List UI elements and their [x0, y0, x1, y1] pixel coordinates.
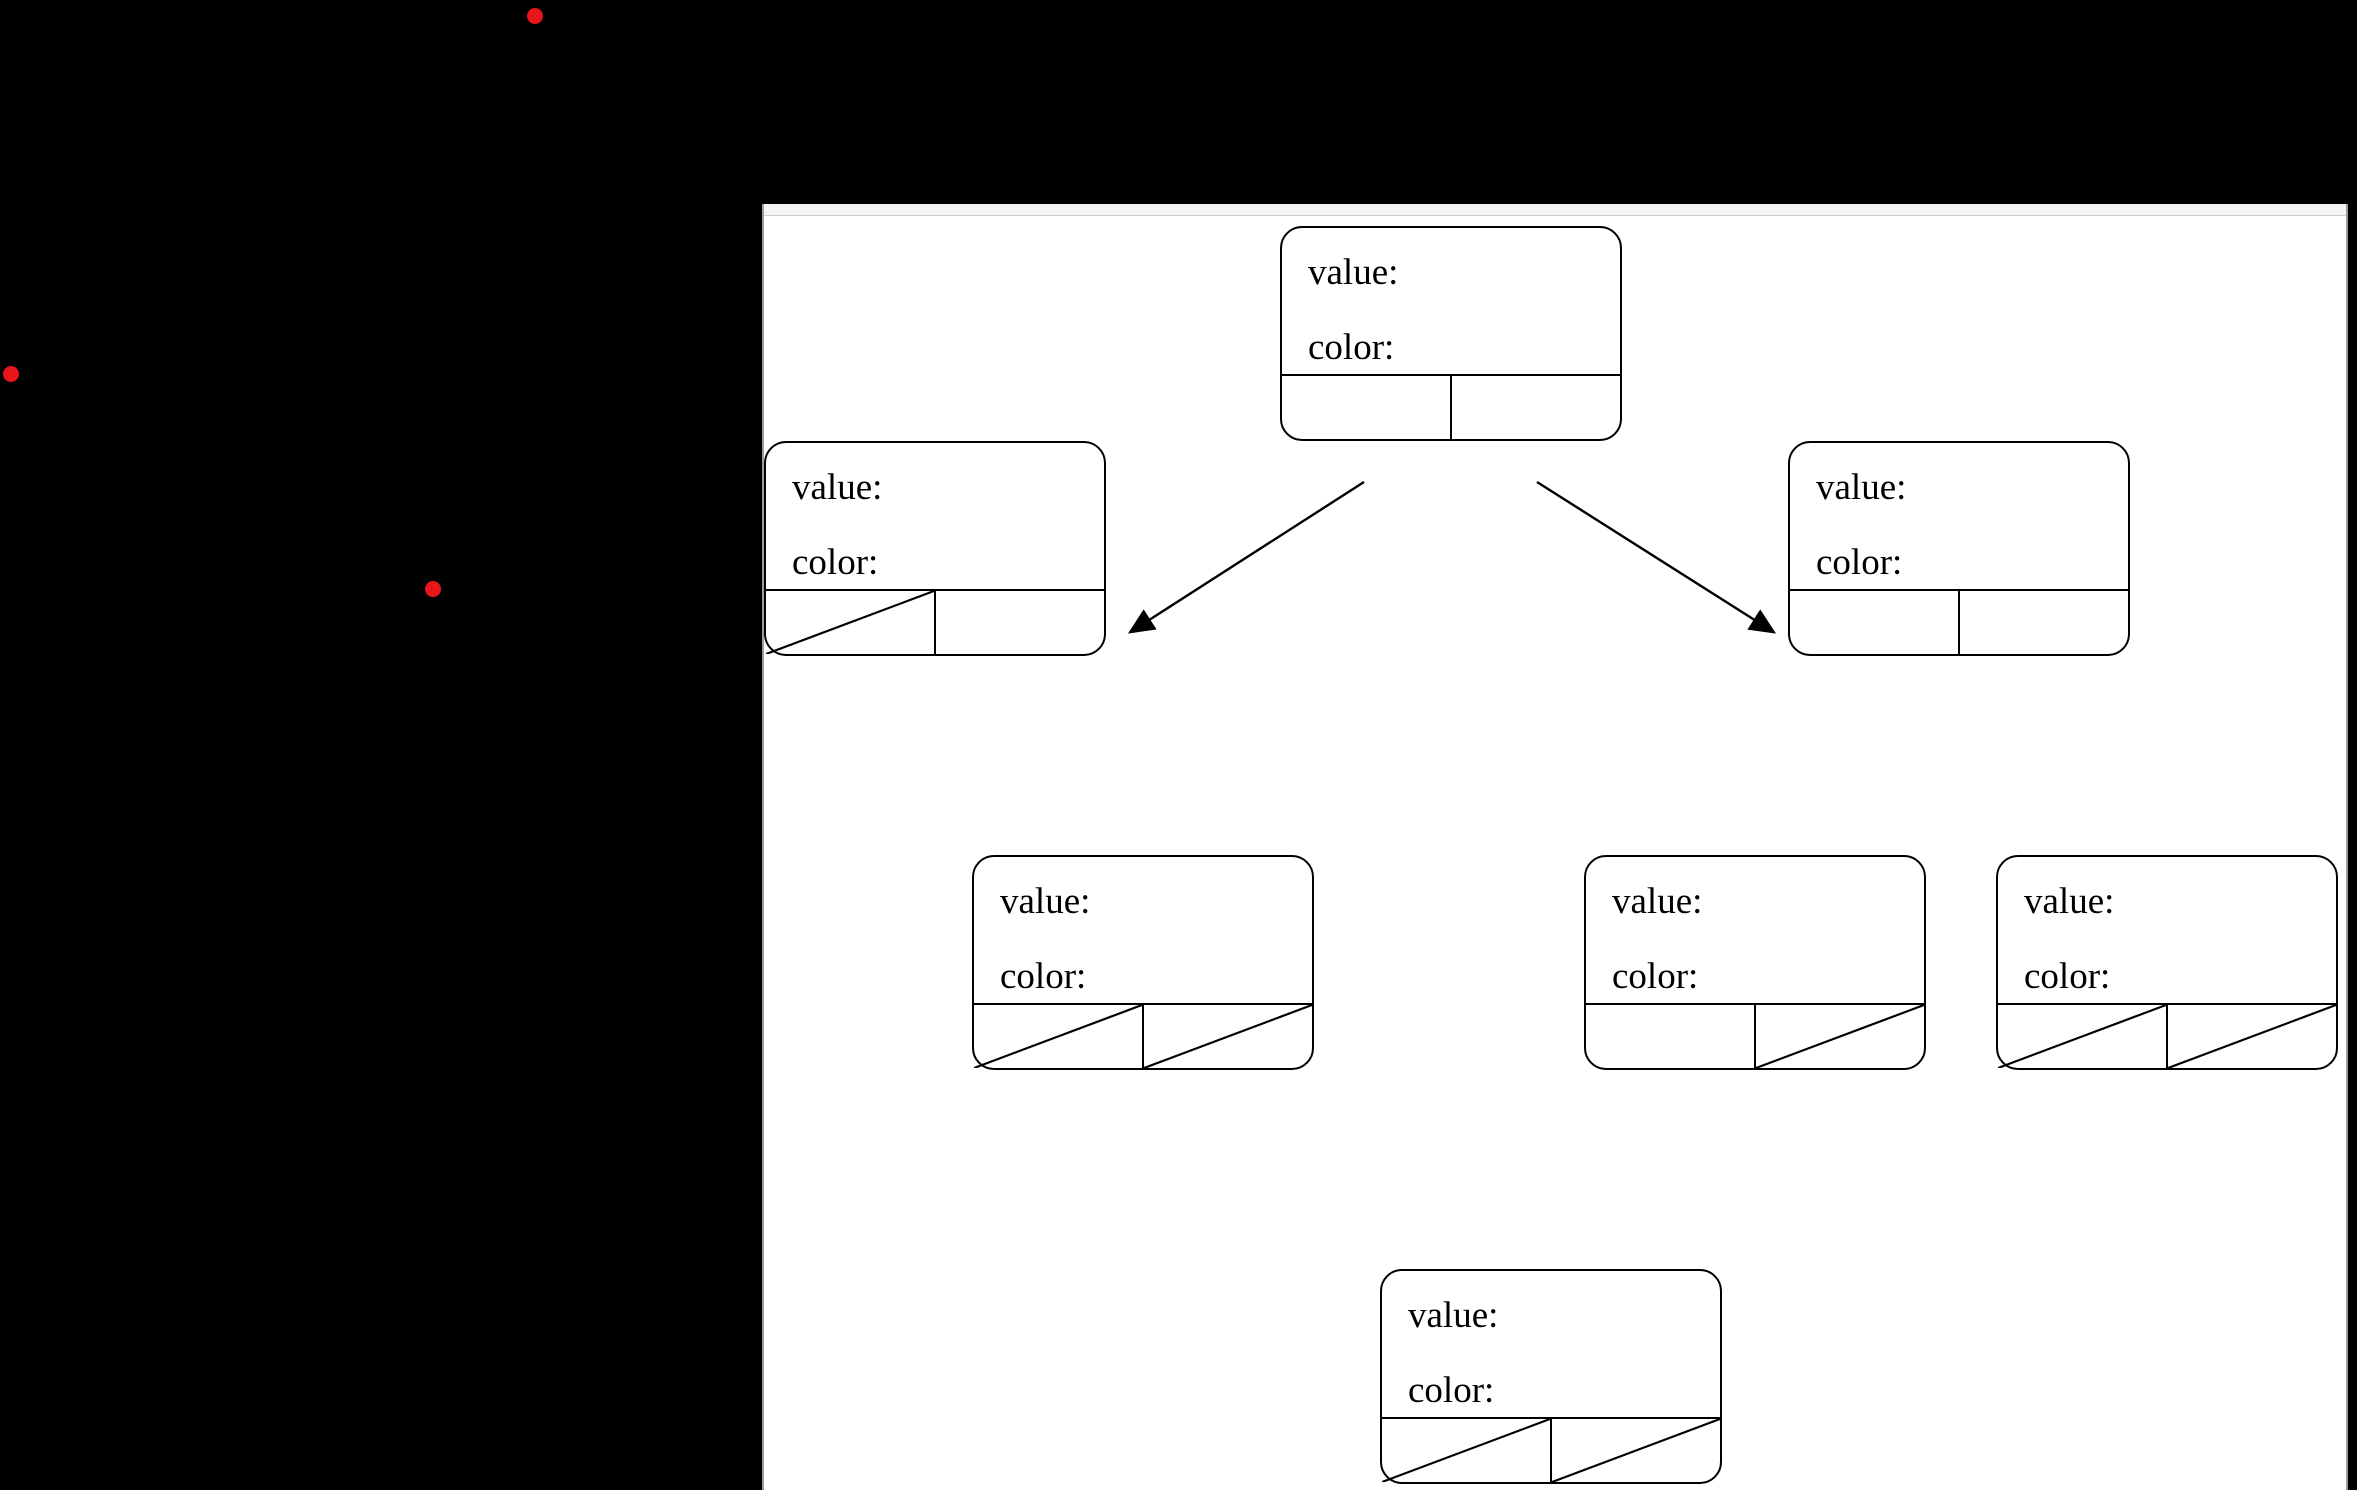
right-child-node[interactable]: value: color:: [1788, 441, 2130, 656]
color-field-label: color:: [2024, 956, 2111, 997]
null-pointer-slash-icon: [1552, 1419, 1720, 1482]
node-fields: value: color:: [1282, 228, 1620, 380]
null-pointer-slash-icon: [2168, 1005, 2336, 1068]
color-field-label: color:: [1816, 542, 1903, 583]
color-field-label: color:: [1000, 956, 1087, 997]
color-field-label: color:: [1408, 1370, 1495, 1411]
value-field-label: value:: [2024, 881, 2115, 922]
node-fields: value: color:: [1790, 443, 2128, 595]
left-pointer-cell[interactable]: [1382, 1419, 1550, 1482]
left-pointer-cell[interactable]: [1998, 1005, 2166, 1068]
right-pointer-cell[interactable]: [1958, 591, 2128, 654]
right-child-left-grandchild-node[interactable]: value: color:: [1584, 855, 1926, 1070]
color-field-label: color:: [1612, 956, 1699, 997]
pointer-row: [1998, 1003, 2336, 1068]
node-fields: value: color:: [1998, 857, 2336, 1009]
bottom-leaf-node[interactable]: value: color:: [1380, 1269, 1722, 1484]
left-pointer-cell[interactable]: [1586, 1005, 1754, 1068]
left-child-node[interactable]: value: color:: [764, 441, 1106, 656]
value-field-label: value:: [1000, 881, 1091, 922]
right-pointer-cell[interactable]: [1550, 1419, 1720, 1482]
marker-dot-3: [425, 581, 441, 597]
marker-dot-2: [3, 366, 19, 382]
value-field-label: value:: [1816, 467, 1907, 508]
pointer-row: [1586, 1003, 1924, 1068]
node-fields: value: color:: [1382, 1271, 1720, 1423]
null-pointer-slash-icon: [1756, 1005, 1924, 1068]
null-pointer-slash-icon: [974, 1005, 1142, 1068]
document-panel[interactable]: value:color:value:color:value:color:valu…: [762, 204, 2348, 1490]
right-pointer-cell[interactable]: [1754, 1005, 1924, 1068]
node-fields: value: color:: [1586, 857, 1924, 1009]
right-pointer-cell[interactable]: [934, 591, 1104, 654]
null-pointer-slash-icon: [1144, 1005, 1312, 1068]
right-child-right-grandchild-node[interactable]: value: color:: [1996, 855, 2338, 1070]
value-field-label: value:: [792, 467, 883, 508]
tree-edge-arrow: [1127, 480, 1365, 634]
color-field-label: color:: [792, 542, 879, 583]
null-pointer-slash-icon: [1998, 1005, 2166, 1068]
left-pointer-cell[interactable]: [974, 1005, 1142, 1068]
null-pointer-slash-icon: [1382, 1419, 1550, 1482]
node-fields: value: color:: [766, 443, 1104, 595]
root-node[interactable]: value: color:: [1280, 226, 1622, 441]
pointer-row: [1282, 374, 1620, 439]
value-field-label: value:: [1308, 252, 1399, 293]
marker-dot-1: [527, 8, 543, 24]
pointer-row: [1790, 589, 2128, 654]
pointer-row: [974, 1003, 1312, 1068]
diagram-canvas[interactable]: value:color:value:color:value:color:valu…: [764, 217, 2346, 1490]
left-pointer-cell[interactable]: [1790, 591, 1958, 654]
null-pointer-slash-icon: [766, 591, 934, 654]
pointer-row: [1382, 1417, 1720, 1482]
color-field-label: color:: [1308, 327, 1395, 368]
node-fields: value: color:: [974, 857, 1312, 1009]
pointer-row: [766, 589, 1104, 654]
left-child-right-grandchild-node[interactable]: value: color:: [972, 855, 1314, 1070]
left-pointer-cell[interactable]: [766, 591, 934, 654]
left-pointer-cell[interactable]: [1282, 376, 1450, 439]
right-pointer-cell[interactable]: [2166, 1005, 2336, 1068]
tree-edge-arrow: [1536, 480, 1777, 634]
panel-top-strip: [764, 204, 2346, 216]
right-pointer-cell[interactable]: [1450, 376, 1620, 439]
value-field-label: value:: [1408, 1295, 1499, 1336]
value-field-label: value:: [1612, 881, 1703, 922]
right-pointer-cell[interactable]: [1142, 1005, 1312, 1068]
